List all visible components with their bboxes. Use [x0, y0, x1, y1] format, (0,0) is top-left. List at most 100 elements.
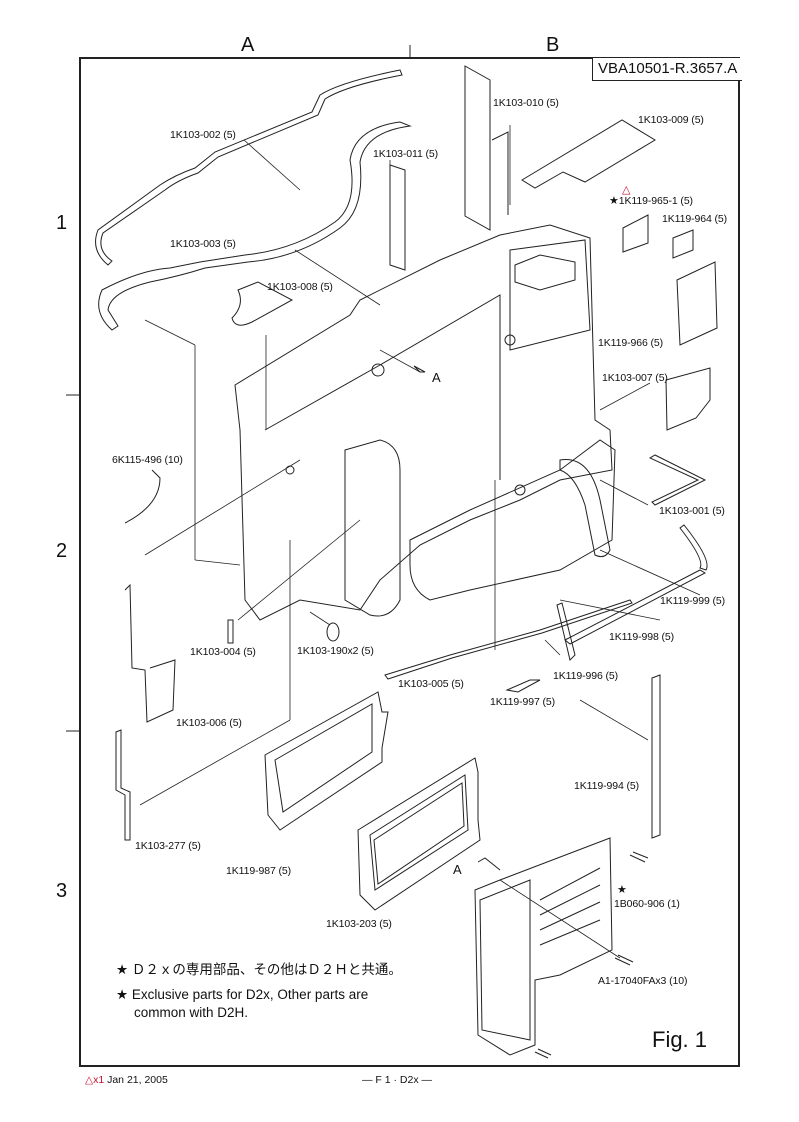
grid-row-3: 3	[56, 880, 68, 902]
revision-mark: △x1	[85, 1074, 105, 1086]
leader-1k119-999	[599, 549, 701, 596]
frame-1k103-203-glass	[373, 782, 465, 885]
part-label-1k103-011: 1K103-011 (5)	[373, 148, 439, 160]
leader-screw-1	[499, 879, 621, 959]
leader-1k103-277	[139, 719, 291, 806]
part-label-1k119-987: 1K119-987 (5)	[226, 865, 292, 877]
frame-1k119-987	[264, 691, 389, 831]
part-label-1k103-004: 1K103-004 (5)	[190, 646, 256, 658]
note-english: ★ Exclusive parts for D2x, Other parts a…	[116, 987, 369, 1002]
reference-marker-a-lower: A	[453, 862, 462, 877]
leader-1k103-007	[599, 382, 651, 411]
leader-1k103-003	[294, 249, 381, 306]
grid-row-2: 2	[56, 540, 68, 562]
strip-1k103-005	[384, 599, 633, 680]
chassis-inner-line-1	[264, 294, 501, 480]
arrow-a-lower-leader	[477, 857, 501, 871]
sheet-1k103-008	[231, 281, 294, 326]
arrow-a-upper-leader	[379, 349, 421, 373]
footer-date: Jan 21, 2005	[107, 1074, 168, 1086]
strip-1k103-010	[464, 65, 491, 231]
frame-1k119-987-inner	[274, 703, 373, 813]
part-label-1k103-006: 1K103-006 (5)	[176, 717, 242, 729]
grip-shape	[559, 459, 611, 558]
pad-1k119-964	[672, 229, 694, 259]
footer-revision: △x1 Jan 21, 2005	[85, 1074, 168, 1086]
exclusive-star-icon: ★	[116, 962, 129, 977]
strip-1k103-277	[115, 729, 131, 841]
grid-row-1: 1	[56, 212, 68, 234]
part-label-1k103-010: 1K103-010 (5)	[493, 97, 559, 109]
revision-triangle-icon: △	[622, 184, 631, 196]
part-label-1k119-997: 1K119-997 (5)	[490, 696, 556, 708]
part-label-1k103-009: 1K103-009 (5)	[638, 114, 704, 126]
leader-left-h	[194, 559, 241, 566]
part-label-1k103-002: 1K103-002 (5)	[170, 129, 236, 141]
part-label-1k103-003: 1K103-003 (5)	[170, 238, 236, 250]
leader-1k103-190	[309, 611, 331, 626]
sheet-1k103-006	[124, 583, 176, 723]
chassis-prism-box	[509, 239, 591, 351]
part-label-1k119-996: 1K119-996 (5)	[553, 670, 619, 682]
leader-1k103-001	[599, 479, 649, 506]
sheet-1k103-007	[665, 367, 711, 431]
frame-1k103-203	[357, 757, 481, 911]
leader-1k119-996	[544, 639, 561, 656]
part-label-1b060-906: 1B060-906 (1)	[614, 898, 680, 910]
pin-1k103-004	[227, 619, 234, 644]
grid-column-b: B	[546, 34, 560, 56]
note-japanese: ★ Ｄ２ｘの専用部品、その他はＤ２Ｈと共通。	[116, 962, 402, 977]
leader-1k103-004	[237, 519, 361, 621]
reference-marker-a-upper: A	[432, 370, 441, 385]
part-label-1k103-190x2: 1K103-190x2 (5)	[297, 645, 374, 657]
leader-gasket-left	[144, 319, 196, 346]
figure-label: Fig. 1	[652, 1027, 708, 1052]
ring-1k103-190	[326, 622, 340, 642]
leader-1k103-002	[243, 139, 301, 191]
sheet-1k103-009	[521, 119, 656, 189]
gasket-1k103-003	[98, 121, 412, 331]
part-label-1k119-999: 1K119-999 (5)	[660, 595, 726, 607]
exclusive-star-icon: ★	[617, 884, 627, 896]
part-label-1k119-994: 1K119-994 (5)	[574, 780, 640, 792]
chassis-top-window	[514, 254, 576, 291]
gasket-1k103-002	[95, 69, 403, 266]
strip-1k119-998	[564, 569, 707, 645]
shutter-unit-side	[479, 879, 531, 1041]
grip-housing	[409, 439, 616, 601]
hole-1	[371, 363, 385, 377]
sheet-1k103-007-top	[676, 261, 718, 346]
document-number: VBA10501-R.3657.A	[592, 58, 743, 81]
part-label-1k103-277: 1K103-277 (5)	[135, 840, 201, 852]
part-label-1k103-007: 1K103-007 (5)	[602, 372, 668, 384]
part-label-6k115-496: 6K115-496 (10)	[112, 454, 183, 466]
leader-1k119-994	[579, 699, 649, 741]
arrow-a-upper-head	[413, 365, 426, 373]
strip-1k103-001	[648, 454, 707, 506]
shutter-blades	[539, 867, 601, 946]
mirror-box-cylinder	[344, 439, 401, 617]
part-label-1k119-998: 1K119-998 (5)	[609, 631, 675, 643]
grid-column-a: A	[241, 34, 255, 56]
chassis-body	[234, 224, 613, 621]
part-label-1k119-965-1: ★1K119-965-1 (5)	[609, 195, 693, 207]
strip-1k103-011	[389, 164, 406, 271]
part-label-1k119-966: 1K119-966 (5)	[598, 337, 664, 349]
screw-upper	[629, 851, 649, 863]
shutter-unit-1b060-906	[474, 837, 613, 1056]
part-label-1k103-005: 1K103-005 (5)	[398, 678, 464, 690]
hole-2	[504, 334, 516, 346]
strip-1k119-997	[505, 679, 541, 693]
screw-right	[614, 954, 634, 966]
strip-1k119-996	[556, 602, 576, 661]
strip-1k119-994	[651, 674, 661, 839]
frame-1k103-203-inner	[369, 774, 469, 891]
leader-6k115-496	[144, 459, 301, 556]
pad-1k119-965	[622, 214, 649, 253]
exclusive-star-icon: ★	[609, 195, 619, 207]
part-label-1k103-001: 1K103-001 (5)	[659, 505, 725, 517]
part-label-1k103-008: 1K103-008 (5)	[267, 281, 333, 293]
exclusive-star-icon: ★	[116, 987, 129, 1002]
strip-1k119-999	[679, 524, 708, 571]
